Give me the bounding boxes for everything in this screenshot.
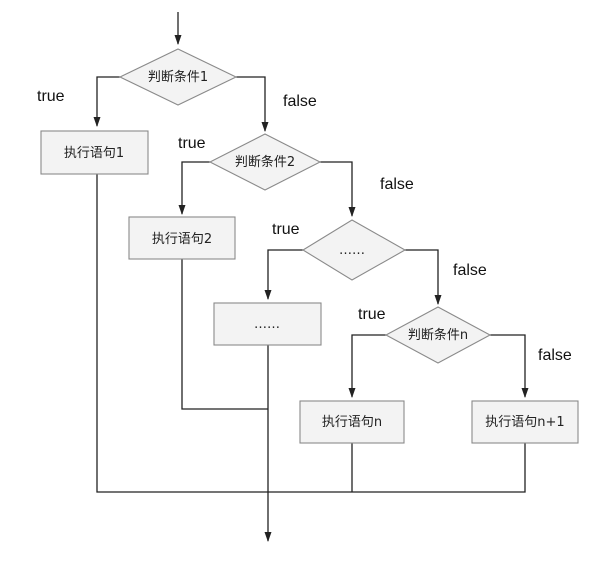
true-label-condition-2: true	[178, 135, 206, 152]
false-edge-condition-2	[320, 161, 356, 217]
true-edge-condition-ellipsis	[264, 249, 303, 300]
action-label: 执行语句n	[322, 415, 382, 430]
true-label-condition-ellipsis: true	[272, 221, 300, 238]
true-edge-condition-2	[178, 161, 210, 215]
action-rect	[299, 400, 405, 444]
merge-line-action-1	[96, 174, 268, 493]
action-rect	[213, 302, 322, 346]
action-box-1: 执行语句1	[40, 130, 149, 175]
decision-label: 判断条件1	[148, 69, 208, 85]
merge-line-action-2	[181, 259, 268, 410]
action-box-ellipsis: ……	[213, 302, 322, 346]
decision-condition-2: 判断条件2	[208, 133, 322, 191]
decision-condition-n: 判断条件n	[384, 306, 492, 364]
action-rect	[471, 400, 579, 444]
action-box-2: 执行语句2	[128, 216, 236, 260]
false-label-condition-2: false	[380, 176, 414, 193]
decision-diamond	[301, 219, 407, 281]
decision-diamond	[208, 133, 322, 191]
false-edge-condition-n	[490, 334, 529, 398]
action-label: ……	[254, 317, 280, 332]
action-label: 执行语句1	[64, 146, 124, 161]
false-label-condition-n: false	[538, 347, 572, 364]
false-label-condition-ellipsis: false	[453, 262, 487, 279]
action-box-n-plus-1: 执行语句n+1	[471, 400, 579, 444]
true-edge-condition-1	[93, 76, 120, 127]
false-edge-condition-1	[236, 76, 269, 132]
decision-label: 判断条件n	[408, 327, 468, 343]
true-edge-condition-n	[348, 334, 386, 398]
decision-condition-ellipsis: ……	[301, 219, 407, 281]
true-label-condition-1: true	[37, 88, 65, 105]
decision-condition-1: 判断条件1	[118, 48, 238, 106]
true-label-condition-n: true	[358, 306, 386, 323]
false-label-condition-1: false	[283, 93, 317, 110]
action-label: 执行语句n+1	[485, 415, 564, 430]
action-rect	[40, 130, 149, 175]
action-box-n: 执行语句n	[299, 400, 405, 444]
action-rect	[128, 216, 236, 260]
decision-diamond	[118, 48, 238, 106]
connectors	[93, 12, 529, 542]
decision-label: ……	[339, 243, 365, 258]
false-edge-condition-ellipsis	[405, 249, 442, 305]
decision-diamond	[384, 306, 492, 364]
action-label: 执行语句2	[152, 232, 212, 247]
branch-labels: true false true false true false true fa…	[37, 88, 572, 364]
merge-line-action-n-plus-1	[268, 443, 526, 493]
decision-label: 判断条件2	[235, 154, 295, 170]
